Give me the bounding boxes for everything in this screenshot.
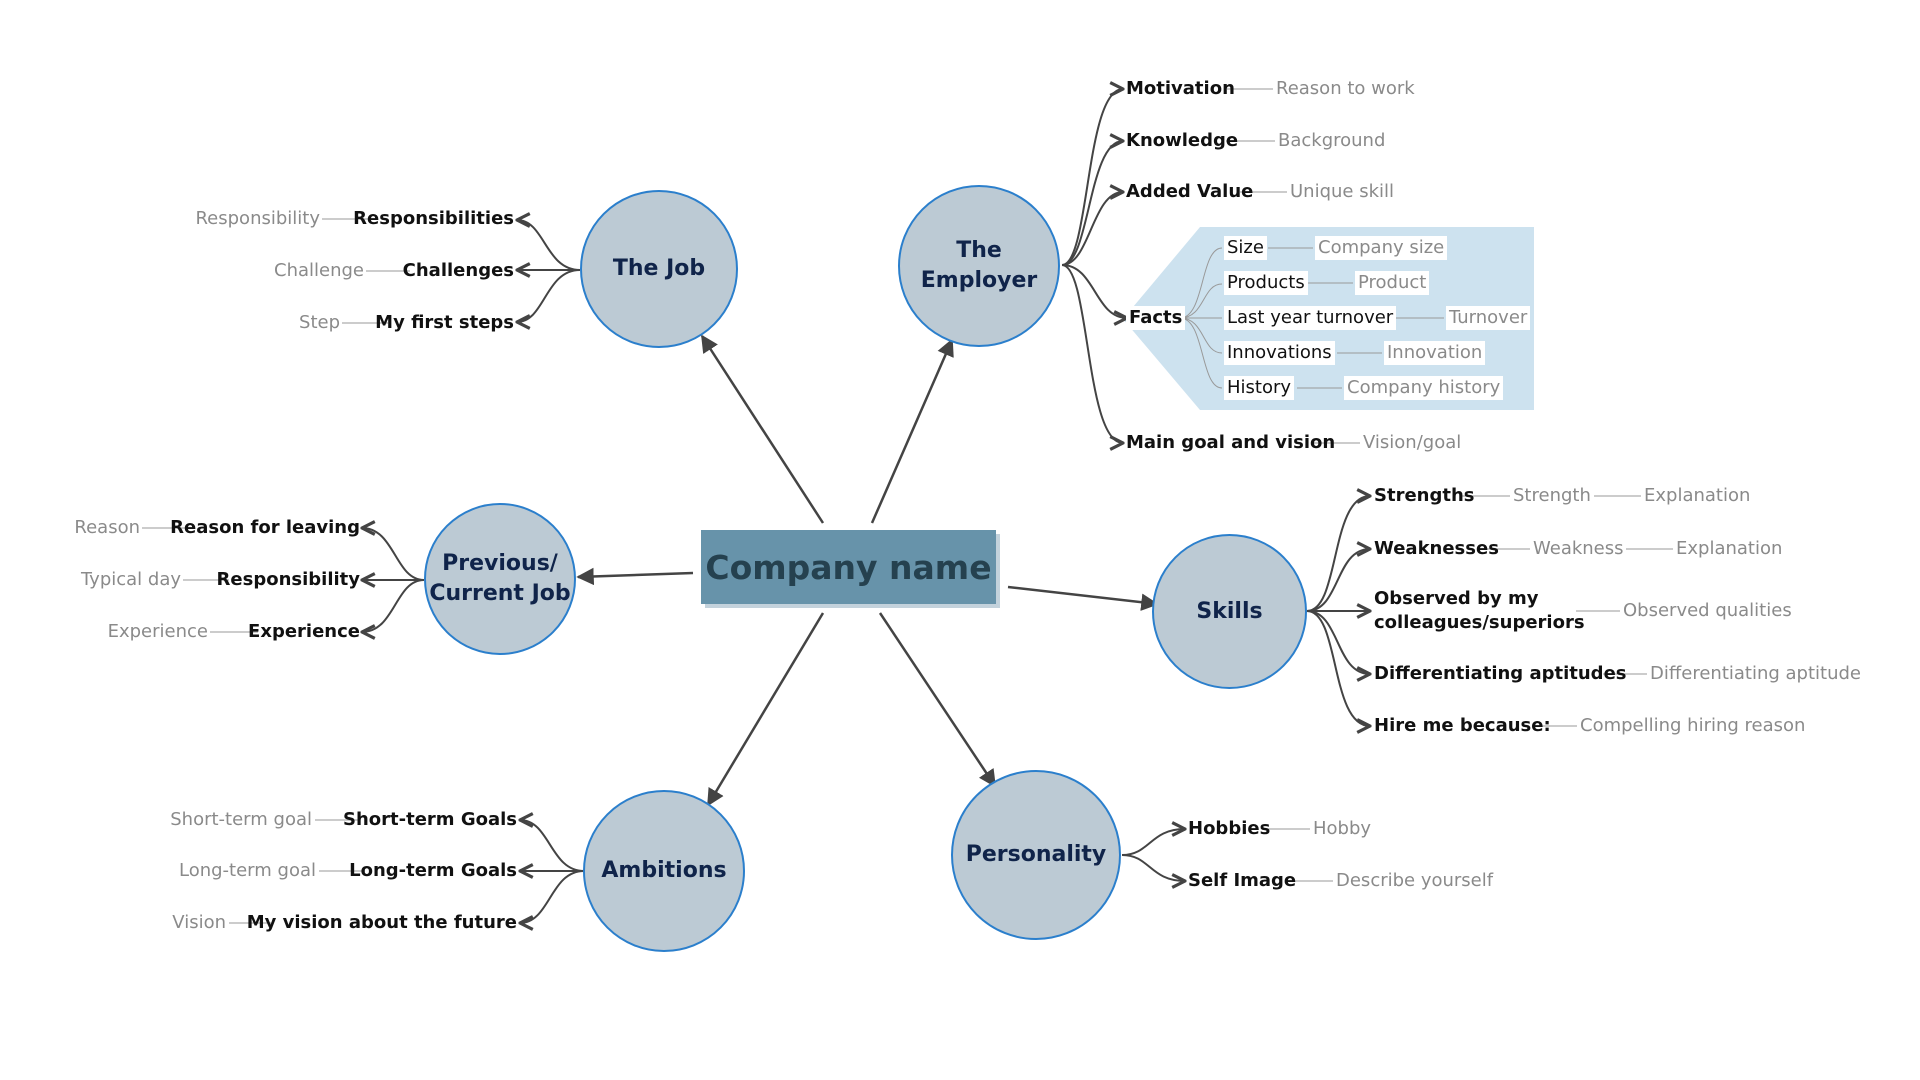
node-previous-job-line2: Current Job bbox=[429, 581, 571, 606]
employer-item-detail[interactable]: Reason to work bbox=[1276, 78, 1415, 99]
skills-item-detail[interactable]: Compelling hiring reason bbox=[1580, 715, 1806, 736]
node-personality-label: Personality bbox=[965, 842, 1107, 867]
node-skills-label: Skills bbox=[1196, 598, 1263, 624]
node-the-employer[interactable]: The Employer bbox=[898, 185, 1060, 347]
employer-item-label[interactable]: Knowledge bbox=[1126, 130, 1239, 151]
node-previous-job[interactable]: Previous/ Current Job bbox=[424, 503, 576, 655]
node-the-job-label: The Job bbox=[612, 256, 706, 281]
personality-item-detail[interactable]: Hobby bbox=[1313, 818, 1372, 839]
job-item-label[interactable]: Challenges bbox=[402, 260, 514, 281]
employer-item-label[interactable]: Main goal and vision bbox=[1126, 432, 1336, 453]
employer-item-detail[interactable]: Vision/goal bbox=[1363, 432, 1462, 453]
skills-item-detail[interactable]: Weakness bbox=[1533, 538, 1624, 559]
node-ambitions-label: Ambitions bbox=[601, 858, 727, 883]
facts-item-detail[interactable]: Company size bbox=[1315, 236, 1448, 260]
ambitions-item-label[interactable]: Long-term Goals bbox=[349, 860, 517, 881]
facts-item-label[interactable]: History bbox=[1224, 376, 1295, 400]
previous-item-detail[interactable]: Reason bbox=[74, 517, 140, 538]
ambitions-item-detail[interactable]: Vision bbox=[172, 912, 226, 933]
facts-item-detail[interactable]: Turnover bbox=[1446, 306, 1531, 330]
skills-item-label-line1[interactable]: Observed by my bbox=[1374, 588, 1539, 609]
skills-item-detail[interactable]: Strength bbox=[1513, 485, 1591, 506]
personality-item-detail[interactable]: Describe yourself bbox=[1336, 870, 1494, 891]
employer-item-detail[interactable]: Unique skill bbox=[1290, 181, 1395, 202]
skills-item-label[interactable]: Hire me because: bbox=[1374, 715, 1551, 736]
job-item-detail[interactable]: Responsibility bbox=[195, 208, 320, 229]
skills-item-detail[interactable]: Observed qualities bbox=[1623, 600, 1792, 621]
ambitions-item-label[interactable]: Short-term Goals bbox=[343, 809, 517, 830]
previous-item-detail[interactable]: Experience bbox=[107, 621, 208, 642]
facts-item-detail[interactable]: Product bbox=[1355, 271, 1430, 295]
node-the-job[interactable]: The Job bbox=[580, 190, 738, 348]
skills-item-label[interactable]: Weaknesses bbox=[1374, 538, 1499, 559]
previous-item-label[interactable]: Experience bbox=[248, 621, 360, 642]
skills-item-label-line2[interactable]: colleagues/superiors bbox=[1374, 612, 1585, 633]
skills-item-label[interactable]: Differentiating aptitudes bbox=[1374, 663, 1627, 684]
node-personality[interactable]: Personality bbox=[951, 770, 1121, 940]
job-item-detail[interactable]: Challenge bbox=[274, 260, 364, 281]
previous-item-detail[interactable]: Typical day bbox=[80, 569, 181, 590]
node-skills[interactable]: Skills bbox=[1152, 534, 1307, 689]
facts-item-detail[interactable]: Company history bbox=[1344, 376, 1504, 400]
node-the-employer-label: The Employer bbox=[920, 238, 1038, 293]
facts-item-label[interactable]: Innovations bbox=[1224, 341, 1335, 365]
job-item-label[interactable]: My first steps bbox=[375, 312, 514, 333]
job-item-detail[interactable]: Step bbox=[299, 312, 340, 333]
central-node[interactable]: Company name bbox=[701, 530, 996, 604]
skills-item-label[interactable]: Strengths bbox=[1374, 485, 1475, 506]
facts-label[interactable]: Facts bbox=[1126, 306, 1186, 330]
ambitions-item-label[interactable]: My vision about the future bbox=[246, 912, 517, 933]
job-item-label[interactable]: Responsibilities bbox=[353, 208, 514, 229]
ambitions-item-detail[interactable]: Short-term goal bbox=[170, 809, 312, 830]
employer-item-label[interactable]: Motivation bbox=[1126, 78, 1235, 99]
skills-item-detail[interactable]: Differentiating aptitude bbox=[1650, 663, 1862, 684]
previous-item-label[interactable]: Reason for leaving bbox=[170, 517, 360, 538]
skills-item-extra[interactable]: Explanation bbox=[1676, 538, 1783, 559]
personality-item-label[interactable]: Hobbies bbox=[1188, 818, 1271, 839]
employer-item-label[interactable]: Added Value bbox=[1126, 181, 1254, 202]
node-ambitions[interactable]: Ambitions bbox=[583, 790, 745, 952]
facts-item-label[interactable]: Last year turnover bbox=[1224, 306, 1397, 330]
facts-item-detail[interactable]: Innovation bbox=[1384, 341, 1486, 365]
personality-item-label[interactable]: Self Image bbox=[1188, 870, 1297, 891]
facts-item-label[interactable]: Size bbox=[1224, 236, 1267, 260]
previous-item-label[interactable]: Responsibility bbox=[216, 569, 360, 590]
central-label: Company name bbox=[705, 547, 992, 587]
facts-item-label[interactable]: Products bbox=[1224, 271, 1308, 295]
employer-item-detail[interactable]: Background bbox=[1278, 130, 1386, 151]
node-previous-job-line1: Previous/ bbox=[442, 551, 558, 576]
skills-item-extra[interactable]: Explanation bbox=[1644, 485, 1751, 506]
ambitions-item-detail[interactable]: Long-term goal bbox=[179, 860, 316, 881]
